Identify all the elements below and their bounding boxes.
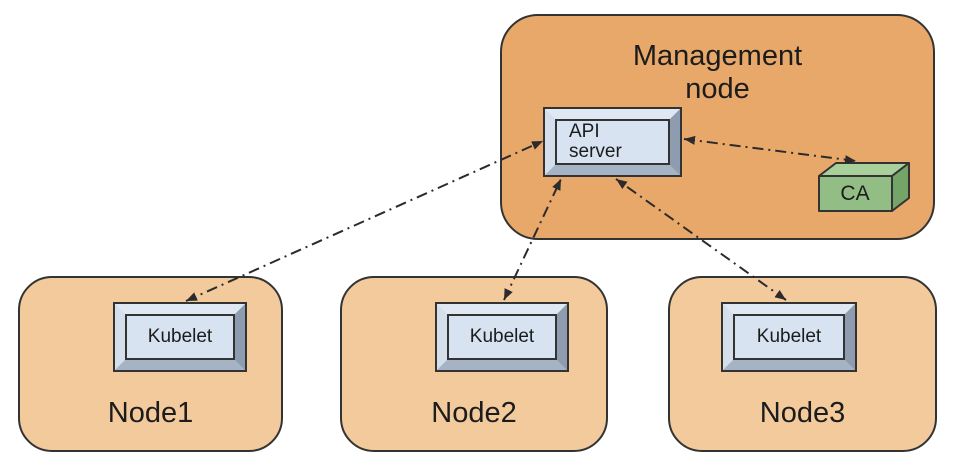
ca-box: CA bbox=[818, 162, 911, 213]
node1-label: Node1 bbox=[107, 397, 194, 429]
node2-kubelet-box: Kubelet bbox=[435, 302, 569, 372]
node2-label: Node2 bbox=[431, 397, 517, 429]
api-server-bevel: API server bbox=[545, 109, 680, 175]
node3-kubelet-label: Kubelet bbox=[756, 326, 822, 347]
node1-kubelet-box: Kubelet bbox=[113, 302, 247, 372]
node1-kubelet-bevel: Kubelet bbox=[115, 304, 245, 370]
ca-label: CA bbox=[840, 181, 870, 205]
api-server-face: API server bbox=[555, 119, 670, 165]
management-node-title: Management node bbox=[632, 40, 803, 105]
node1-kubelet-label: Kubelet bbox=[147, 326, 213, 347]
node3-kubelet-box: Kubelet bbox=[721, 302, 857, 372]
ca-3d-shape bbox=[818, 162, 910, 212]
api-server-box: API server bbox=[543, 107, 682, 177]
node3-box: Node3 bbox=[668, 276, 937, 452]
node1-kubelet-face: Kubelet bbox=[125, 314, 235, 360]
ca-front-face bbox=[818, 175, 893, 212]
api-server-label: API server bbox=[569, 121, 622, 162]
node3-kubelet-bevel: Kubelet bbox=[723, 304, 855, 370]
node2-kubelet-label: Kubelet bbox=[469, 326, 535, 347]
node2-kubelet-bevel: Kubelet bbox=[437, 304, 567, 370]
node2-kubelet-face: Kubelet bbox=[447, 314, 557, 360]
node3-label: Node3 bbox=[759, 397, 846, 429]
node3-kubelet-face: Kubelet bbox=[733, 314, 845, 360]
